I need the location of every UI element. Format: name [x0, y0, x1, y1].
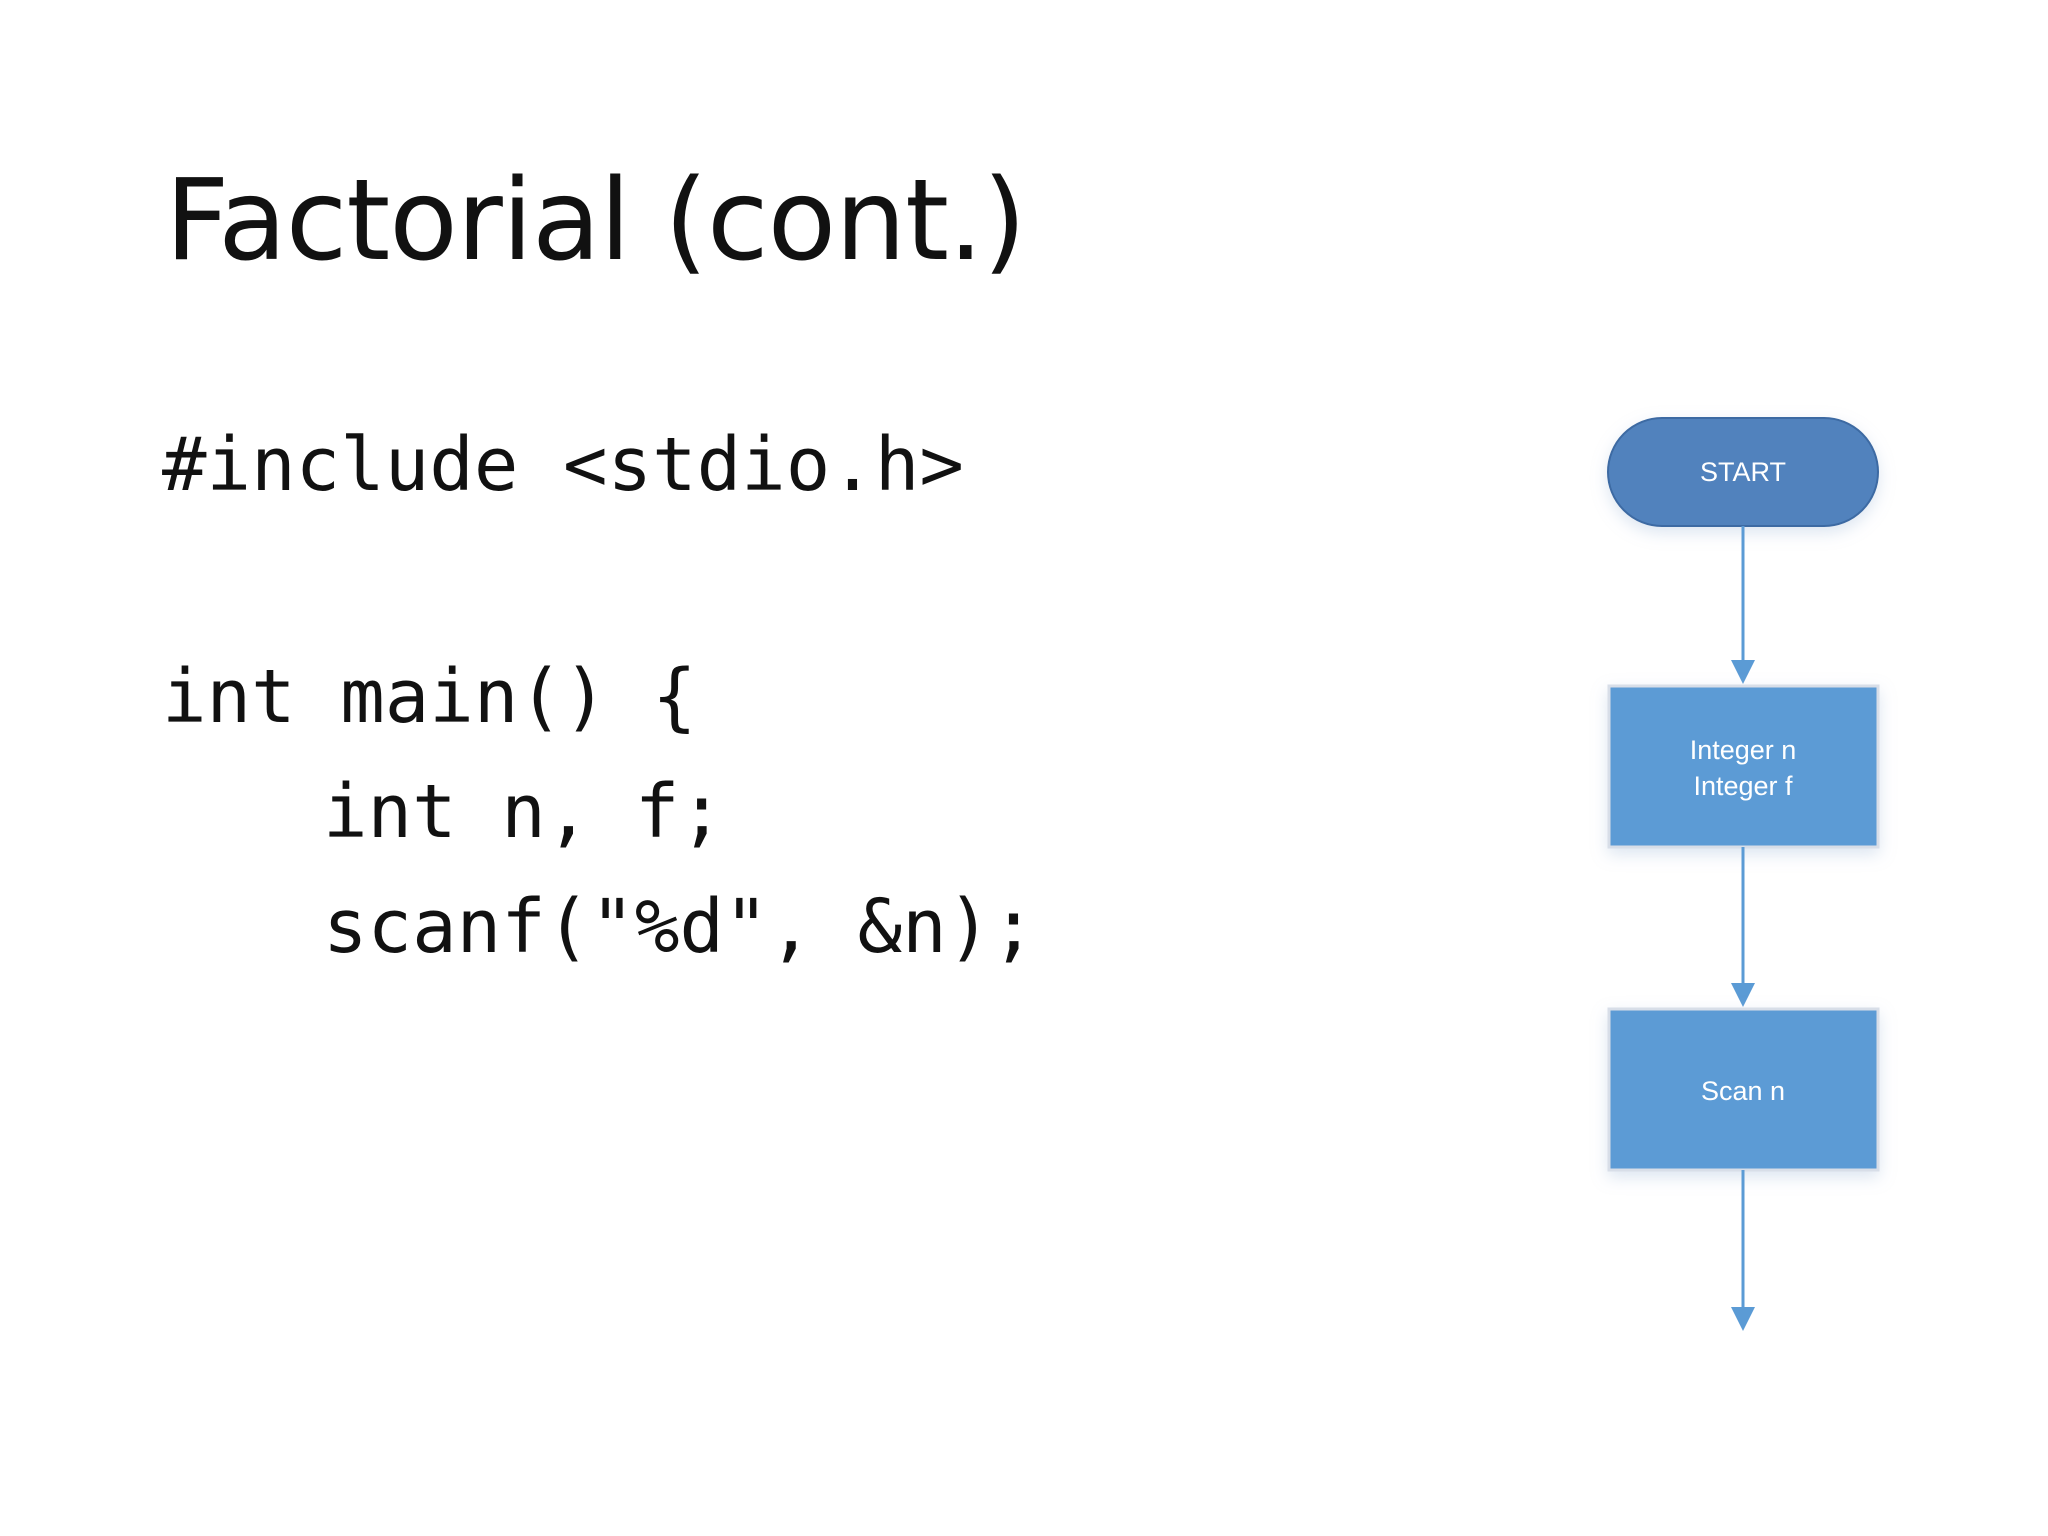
- start-label: START: [1700, 457, 1786, 487]
- flow-arrowhead-3: [1731, 1307, 1755, 1331]
- declare-line-n: Integer n: [1690, 735, 1797, 765]
- flow-arrowhead-2: [1731, 983, 1755, 1007]
- scan-label: Scan n: [1701, 1076, 1785, 1106]
- declare-process-box: [1607, 684, 1880, 849]
- start-terminal: [1607, 417, 1879, 527]
- code-line-include: #include <stdio.h>: [162, 422, 964, 508]
- code-line-declare: int n, f;: [323, 769, 724, 855]
- slide-title: Factorial (cont.): [165, 156, 1026, 286]
- code-line-scanf: scanf("%d", &n);: [323, 884, 1036, 970]
- scan-process-box: [1607, 1007, 1880, 1172]
- code-line-main: int main() {: [162, 654, 697, 740]
- declare-line-f: Integer f: [1693, 771, 1793, 801]
- flow-arrowhead-1: [1731, 660, 1755, 684]
